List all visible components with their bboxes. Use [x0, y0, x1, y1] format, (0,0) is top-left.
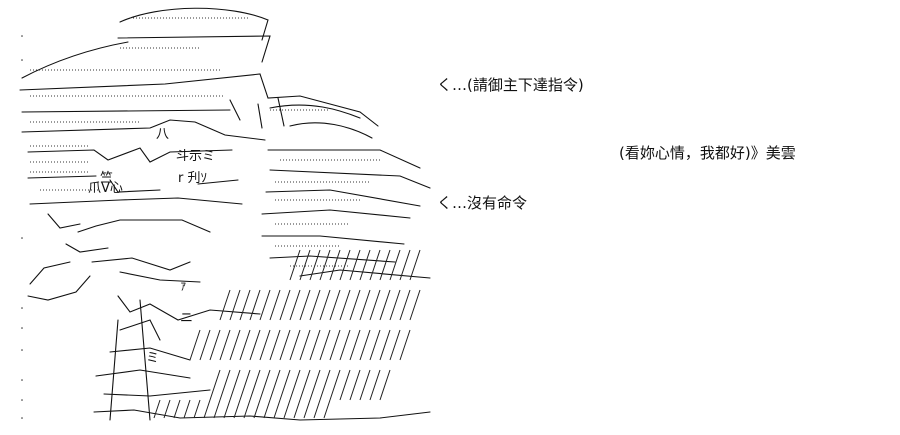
- art-glyph: 斗示ミ: [176, 149, 215, 164]
- speaker-name: 美雲: [765, 144, 796, 162]
- art-glyph: ｧ: [180, 279, 187, 294]
- ascii-art-portrait: 八 斗示ミ 竺 爪V心 r 刋ｿ ｧ ミ ニ: [19, 7, 431, 421]
- speaker-marker: 》: [750, 144, 766, 162]
- dialogue-line-meiyun: (看妳心情，我都好)》美雲: [619, 144, 796, 162]
- art-glyph: ミ: [146, 351, 159, 366]
- art-glyph: 爪V心: [88, 181, 123, 196]
- art-glyph: ニ: [180, 311, 193, 326]
- dialogue-text: く…(請御主下達指令): [437, 76, 584, 94]
- dialogue-line-command-request: く…(請御主下達指令): [437, 76, 584, 94]
- art-glyph: 竺: [100, 171, 113, 186]
- art-glyph: r 刋ｿ: [178, 171, 207, 186]
- art-glyph: 八: [156, 127, 169, 142]
- dialogue-text: (看妳心情，我都好): [619, 144, 751, 162]
- dialogue-text: く…沒有命令: [437, 194, 528, 212]
- dialogue-line-no-command: く…沒有命令: [437, 194, 527, 212]
